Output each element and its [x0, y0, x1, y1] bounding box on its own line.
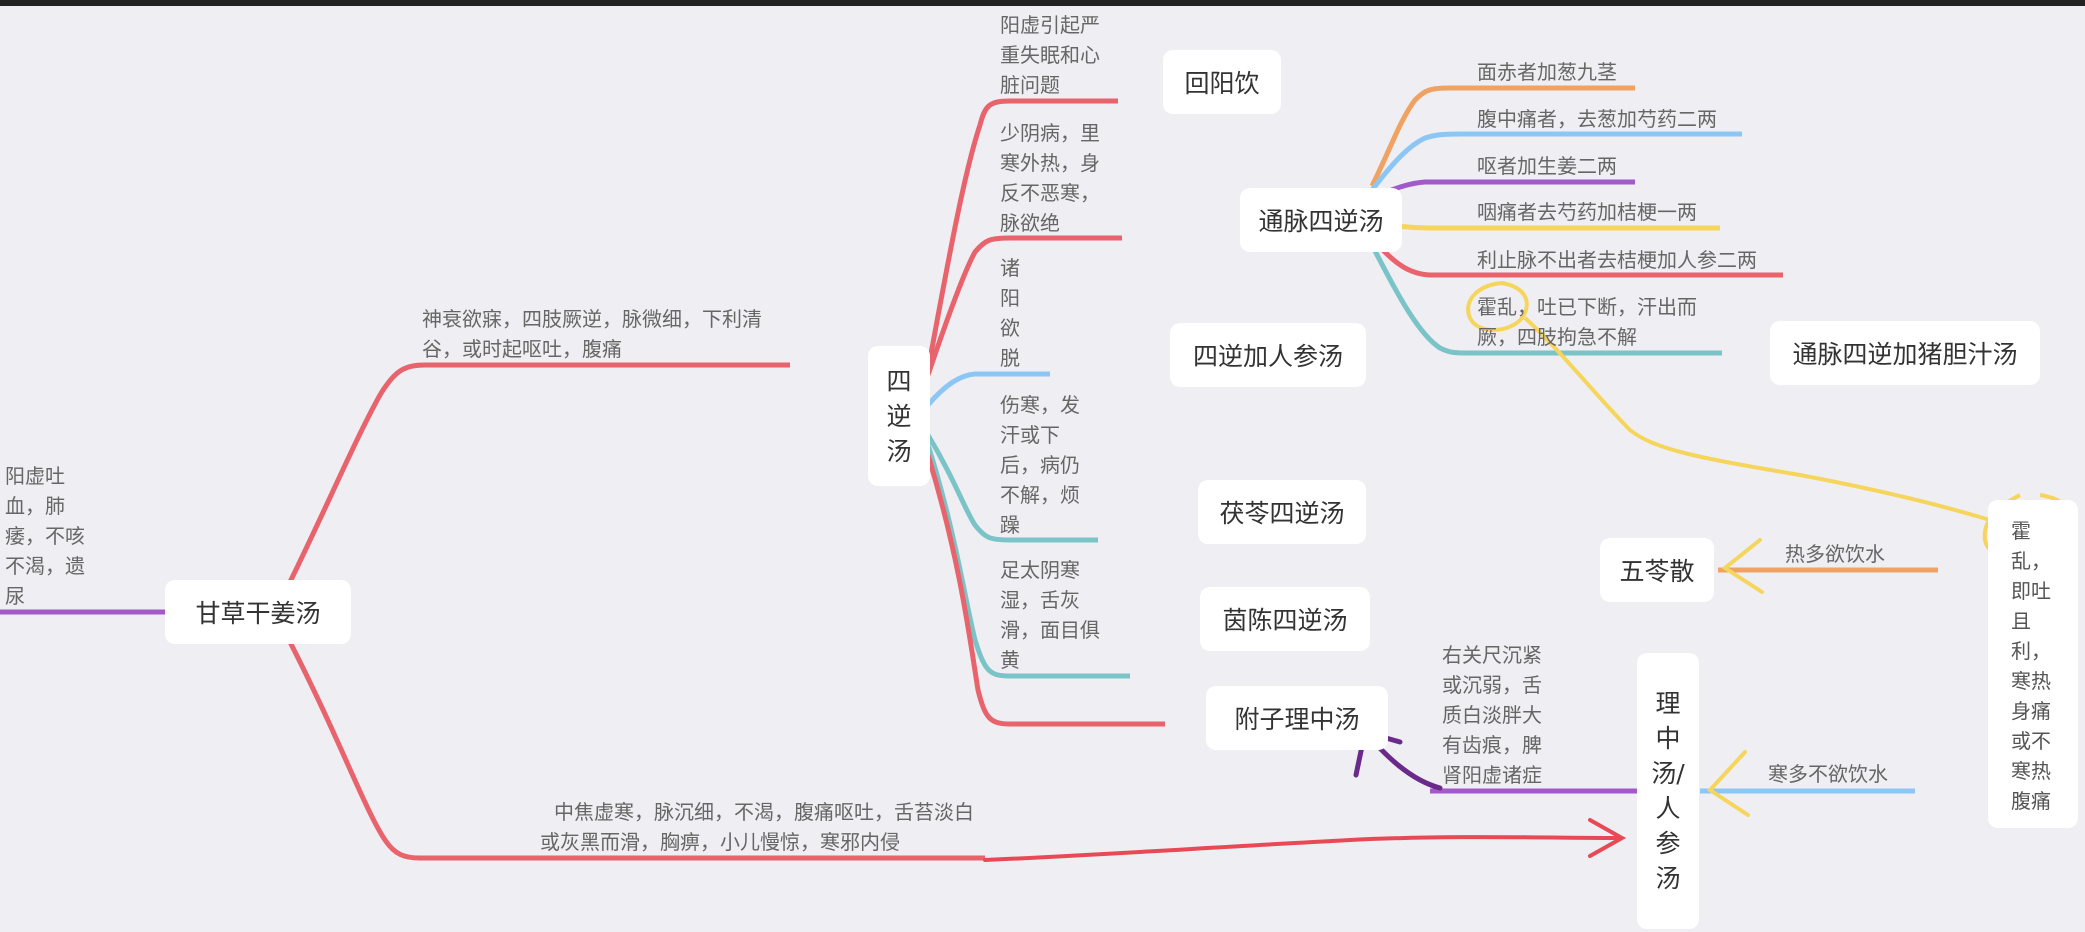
label-renshen-note: 诸阳欲脱: [1000, 256, 1020, 370]
node-huiyang[interactable]: 回阳饮: [1163, 50, 1281, 114]
node-huoluan-box: 霍乱，即吐且利，寒热身痛或不寒热腹痛: [1988, 500, 2078, 828]
node-tongmai-zhudan[interactable]: 通脉四逆加猪胆汁汤: [1770, 321, 2040, 385]
label-lizhong-note: 寒多不欲饮水: [1768, 762, 1888, 786]
node-sini-renshen[interactable]: 四逆加人参汤: [1170, 323, 1366, 387]
label-fuling-note: 伤寒，发汗或下后，病仍不解，烦躁: [1000, 393, 1080, 537]
top-bar: [0, 0, 2085, 6]
link-sini-renshen: [926, 371, 1050, 407]
link-sini-fuling: [925, 433, 1098, 543]
node-lizhong[interactable]: 理中汤/人参汤: [1637, 653, 1699, 929]
node-tongmai[interactable]: 通脉四逆汤: [1240, 188, 1402, 252]
node-gancao[interactable]: 甘草干姜汤: [165, 580, 351, 644]
yellow-arrow-lizhong: [1706, 750, 1750, 817]
link-tongmai-sub2: [1370, 131, 1742, 192]
node-sini[interactable]: 四逆汤: [868, 346, 930, 486]
label-gancao-left: 阳虚吐血，肺痿，不咳不渴，遗尿: [5, 464, 85, 608]
node-wuling[interactable]: 五苓散: [1600, 538, 1714, 602]
label-sini-indication: 神衰欲寐，四肢厥逆，脉微细，下利清谷，或时起呕吐，腹痛: [422, 307, 762, 361]
node-yinchen-sini[interactable]: 茵陈四逆汤: [1200, 587, 1370, 651]
link-tongmai-sub3: [1371, 179, 1635, 201]
link-gancao-sini: [287, 362, 790, 584]
yellow-circle-huoluan-left: [1466, 281, 1529, 332]
yellow-arrow-wuling: [1721, 538, 1764, 594]
label-yinchen-note: 足太阴寒湿，舌灰滑，面目俱黄: [1000, 558, 1100, 672]
label-tongmai-note: 少阴病，里寒外热，身反不恶寒，脉欲绝: [1000, 121, 1100, 235]
label-tongmai-sub-4: 咽痛者去芍药加桔梗一两: [1477, 200, 1697, 224]
label-tongmai-sub-5: 利止脉不出者去桔梗加人参二两: [1477, 248, 1757, 272]
label-huiyang-note: 阳虚引起严重失眠和心脏问题: [1000, 13, 1100, 97]
label-wuling-note: 热多欲饮水: [1785, 542, 1885, 566]
link-sini-tongmai: [925, 235, 1122, 376]
label-tongmai-sub-2: 腹中痛者，去葱加芍药二两: [1477, 107, 1717, 131]
link-tongmai-sub6: [1369, 243, 1722, 356]
link-gancao-lizhong: [287, 640, 985, 861]
label-huoluan-note: 霍乱，即吐且利，寒热身痛或不寒热腹痛: [2011, 519, 2051, 813]
label-tongmai-sub-6: 霍乱，吐已下断，汗出而厥，四肢拘急不解: [1477, 295, 1697, 349]
label-fuzi-note: 右关尺沉紧或沉弱，舌质白淡胖大有齿痕，脾肾阳虚诸症: [1442, 643, 1542, 787]
node-fuzi-lizhong[interactable]: 附子理中汤: [1206, 686, 1388, 750]
label-tongmai-sub-1: 面赤者加葱九茎: [1477, 60, 1617, 84]
label-lizhong-indication: 中焦虚寒，脉沉细，不渴，腹痛呕吐，舌苔淡白或灰黑而滑，胸痹，小儿慢惊，寒邪内侵: [540, 800, 974, 854]
link-sini-huiyang: [925, 98, 1118, 371]
label-tongmai-sub-3: 呕者加生姜二两: [1477, 154, 1617, 178]
node-fuling-sini[interactable]: 茯苓四逆汤: [1198, 480, 1366, 544]
yellow-connector: [1523, 316, 1991, 522]
link-sini-fuzi: [925, 454, 1165, 727]
red-hand-arrow: [983, 818, 1627, 862]
link-tongmai-sub1: [1369, 85, 1635, 188]
link-sini-yinchen: [925, 444, 1130, 679]
